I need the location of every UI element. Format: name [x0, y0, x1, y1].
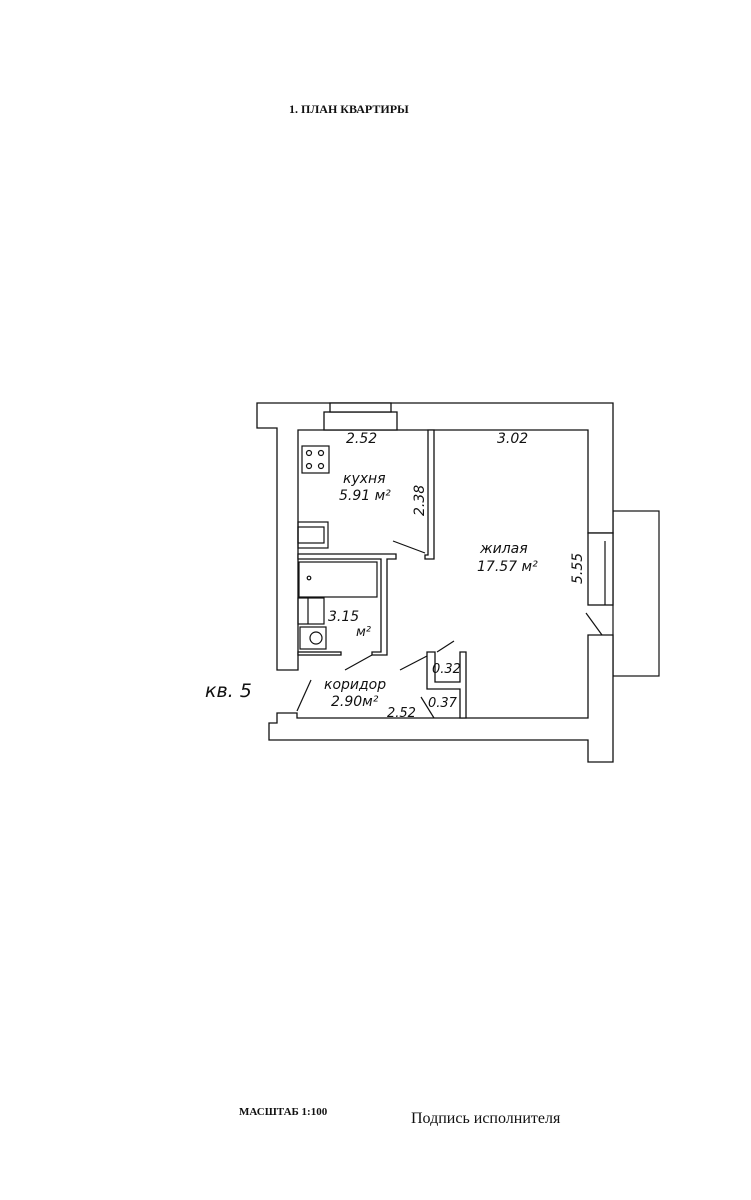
kitchen-window-sill: [329, 402, 392, 413]
kitchen-partition: [424, 429, 435, 560]
bathroom-partition: [297, 553, 397, 656]
dim-closet-depth: 0.37: [428, 696, 458, 711]
washbasin-icon: [297, 597, 325, 625]
room-name-kitchen: кухня: [343, 471, 386, 487]
room-area-corridor: 2.90м²: [331, 694, 379, 710]
living-door: [399, 655, 428, 671]
outer-wall-top-left: [256, 402, 614, 671]
kitchen-door: [392, 540, 426, 554]
dim-corridor-length: 2.52: [387, 706, 416, 721]
room-area-bathroom-unit: м²: [356, 625, 371, 640]
stove-icon: [301, 445, 330, 474]
room-area-bathroom: 3.15: [328, 609, 359, 625]
page-title: 1. ПЛАН КВАРТИРЫ: [289, 102, 409, 116]
scale-label: МАСШТАБ 1:100: [239, 1106, 328, 1118]
balcony-door: [585, 612, 603, 636]
dim-kitchen-width: 2.52: [346, 431, 377, 447]
dim-living-length: 5.55: [570, 553, 586, 584]
outer-wall-right: [268, 634, 614, 763]
room-name-living: жилая: [479, 541, 528, 557]
signature-label: Подпись исполнителя: [411, 1110, 561, 1127]
kitchen-window: [323, 411, 398, 431]
bathroom-wall-bottom: [297, 651, 342, 656]
room-area-kitchen: 5.91 м²: [339, 488, 391, 504]
dim-closet-width: 0.32: [432, 662, 461, 677]
bathroom-door: [344, 654, 373, 671]
balcony: [612, 510, 660, 677]
room-name-corridor: коридор: [324, 677, 386, 693]
dim-living-width: 3.02: [497, 431, 528, 447]
room-area-living: 17.57 м²: [477, 559, 538, 575]
dim-kitchen-length: 2.38: [412, 485, 428, 516]
toilet-icon: [299, 626, 327, 650]
entry-door: [296, 679, 312, 712]
closet: [426, 651, 467, 719]
balcony-window: [587, 532, 614, 606]
bathtub-icon: [298, 561, 378, 598]
apartment-label: кв. 5: [205, 680, 252, 702]
